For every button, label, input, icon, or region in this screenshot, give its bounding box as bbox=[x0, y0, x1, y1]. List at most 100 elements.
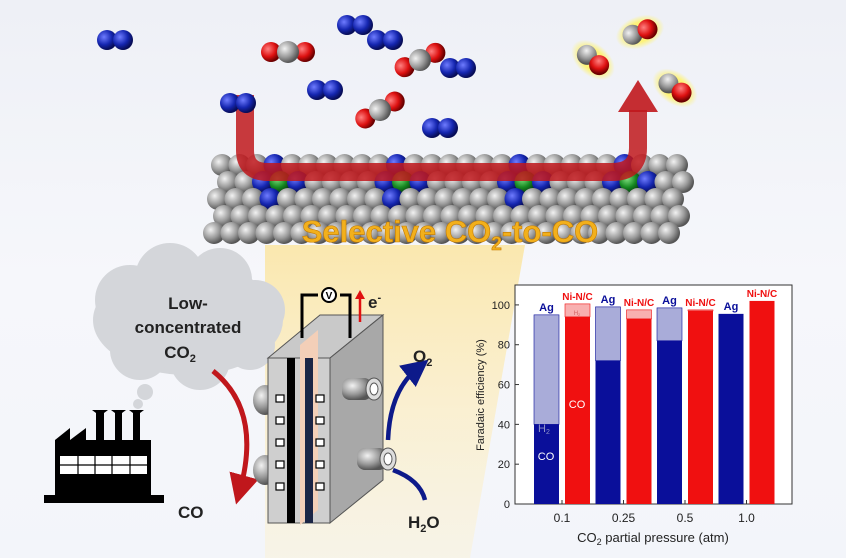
y-tick-label: 80 bbox=[498, 340, 510, 352]
surface-atom bbox=[217, 171, 239, 193]
surface-atom bbox=[395, 222, 418, 244]
bar-Ag-co-1.0 bbox=[718, 313, 744, 504]
surface-atom bbox=[592, 188, 614, 210]
surface-atom bbox=[475, 205, 498, 227]
surface-atom bbox=[510, 205, 533, 227]
surface-atom bbox=[300, 205, 323, 227]
o2-label: O2 bbox=[413, 347, 432, 369]
surface-atom bbox=[504, 188, 527, 210]
surface-atom bbox=[588, 222, 610, 244]
bar-Ni-N/C-co-0.1 bbox=[565, 316, 590, 504]
surface-atom bbox=[458, 205, 480, 227]
surface-atom bbox=[580, 205, 603, 227]
cloud-text-line1: Low- bbox=[168, 294, 208, 313]
bar-label-Ag: Ag bbox=[662, 295, 677, 307]
reaction-arrowhead-icon bbox=[618, 80, 658, 112]
co-molecule bbox=[571, 39, 615, 81]
flow-channels bbox=[275, 394, 325, 491]
surface-atom bbox=[343, 222, 365, 244]
x-tick-label: 0.25 bbox=[612, 511, 636, 525]
n2-molecule bbox=[307, 80, 343, 100]
voltmeter-icon bbox=[321, 287, 337, 303]
bar-label-Ni-N/C: Ni-N/C bbox=[747, 289, 778, 300]
surface-atom bbox=[493, 205, 515, 227]
bar-label-Ni-N/C: Ni-N/C bbox=[562, 292, 593, 303]
surface-atom bbox=[347, 188, 369, 210]
bar-label-Ag: Ag bbox=[601, 294, 616, 306]
bar-Ni-N/C-co-0.25 bbox=[626, 318, 652, 504]
surface-atom bbox=[329, 188, 352, 210]
surface-atom bbox=[230, 205, 253, 227]
co-molecule bbox=[615, 14, 665, 50]
bar-Ag-h2-0.25 bbox=[595, 306, 621, 361]
surface-atom bbox=[370, 205, 393, 227]
y-tick-label: 0 bbox=[504, 499, 510, 511]
surface-atom bbox=[283, 205, 305, 227]
surface-atom bbox=[662, 188, 684, 210]
bar-Ni-N/C-h2-0.1 bbox=[564, 303, 591, 318]
bar-Ag-co-0.1 bbox=[534, 424, 559, 504]
surface-atom bbox=[522, 188, 544, 210]
surface-atom bbox=[545, 205, 568, 227]
surface-atom bbox=[308, 222, 330, 244]
surface-atom bbox=[335, 205, 358, 227]
surface-atom bbox=[557, 188, 579, 210]
surface-atom bbox=[399, 188, 422, 210]
surface-atom bbox=[242, 188, 264, 210]
surface-atom bbox=[650, 205, 673, 227]
ag-h2-annotation: H2 bbox=[538, 423, 550, 436]
ni-co-annotation: CO bbox=[569, 399, 586, 411]
surface-atom bbox=[465, 222, 488, 244]
surface-atom bbox=[213, 205, 235, 227]
surface-atom bbox=[273, 222, 295, 244]
bar-Ni-N/C-co-0.5 bbox=[688, 310, 713, 504]
surface-atom bbox=[487, 188, 509, 210]
surface-atom bbox=[469, 188, 492, 210]
bar-label-Ni-N/C: Ni-N/C bbox=[685, 298, 716, 309]
surface-atom bbox=[364, 188, 387, 210]
surface-atom bbox=[654, 171, 677, 193]
electron-label: e- bbox=[368, 292, 381, 312]
h2o-arrow bbox=[392, 467, 428, 501]
x-tick-label: 1.0 bbox=[738, 511, 755, 525]
surface-atom bbox=[430, 222, 453, 244]
n2-molecule bbox=[422, 118, 458, 138]
n2-molecule bbox=[220, 93, 256, 113]
x-axis-label: CO2 partial pressure (atm) bbox=[577, 530, 729, 547]
co2-conversion-arrow bbox=[211, 369, 259, 505]
co2-molecule bbox=[261, 41, 315, 63]
surface-atom bbox=[535, 222, 558, 244]
surface-atom bbox=[528, 205, 550, 227]
surface-atom bbox=[666, 154, 688, 176]
surface-atom bbox=[378, 222, 400, 244]
y-tick-label: 40 bbox=[498, 419, 510, 431]
surface-atom bbox=[563, 205, 585, 227]
bar-Ag-h2-0.5 bbox=[656, 307, 683, 342]
surface-atom bbox=[423, 205, 445, 227]
surface-atom bbox=[360, 222, 383, 244]
surface-atom bbox=[382, 188, 404, 210]
surface-atom bbox=[434, 188, 457, 210]
surface-atom bbox=[211, 154, 233, 176]
surface-atom bbox=[605, 222, 628, 244]
surface-atom bbox=[203, 222, 225, 244]
ni-h2-annotation: H2 bbox=[574, 311, 581, 317]
surface-atom bbox=[615, 205, 638, 227]
surface-atom bbox=[353, 205, 375, 227]
surface-atom bbox=[574, 188, 597, 210]
gas-molecules bbox=[97, 14, 698, 138]
bar-label-Ag: Ag bbox=[724, 301, 739, 313]
bar-Ni-N/C-h2-0.25 bbox=[626, 309, 652, 320]
surface-atom bbox=[640, 222, 663, 244]
x-tick-label: 0.5 bbox=[677, 511, 694, 525]
co2-molecule bbox=[394, 42, 446, 78]
surface-atom bbox=[388, 205, 410, 227]
headline: Selective CO2-to-CO bbox=[302, 214, 599, 255]
bar-Ni-N/C-h2-0.5 bbox=[687, 309, 714, 312]
reaction-arrow bbox=[236, 95, 647, 181]
bar-Ni-N/C-co-1.0 bbox=[749, 300, 775, 504]
surface-atom bbox=[207, 188, 229, 210]
